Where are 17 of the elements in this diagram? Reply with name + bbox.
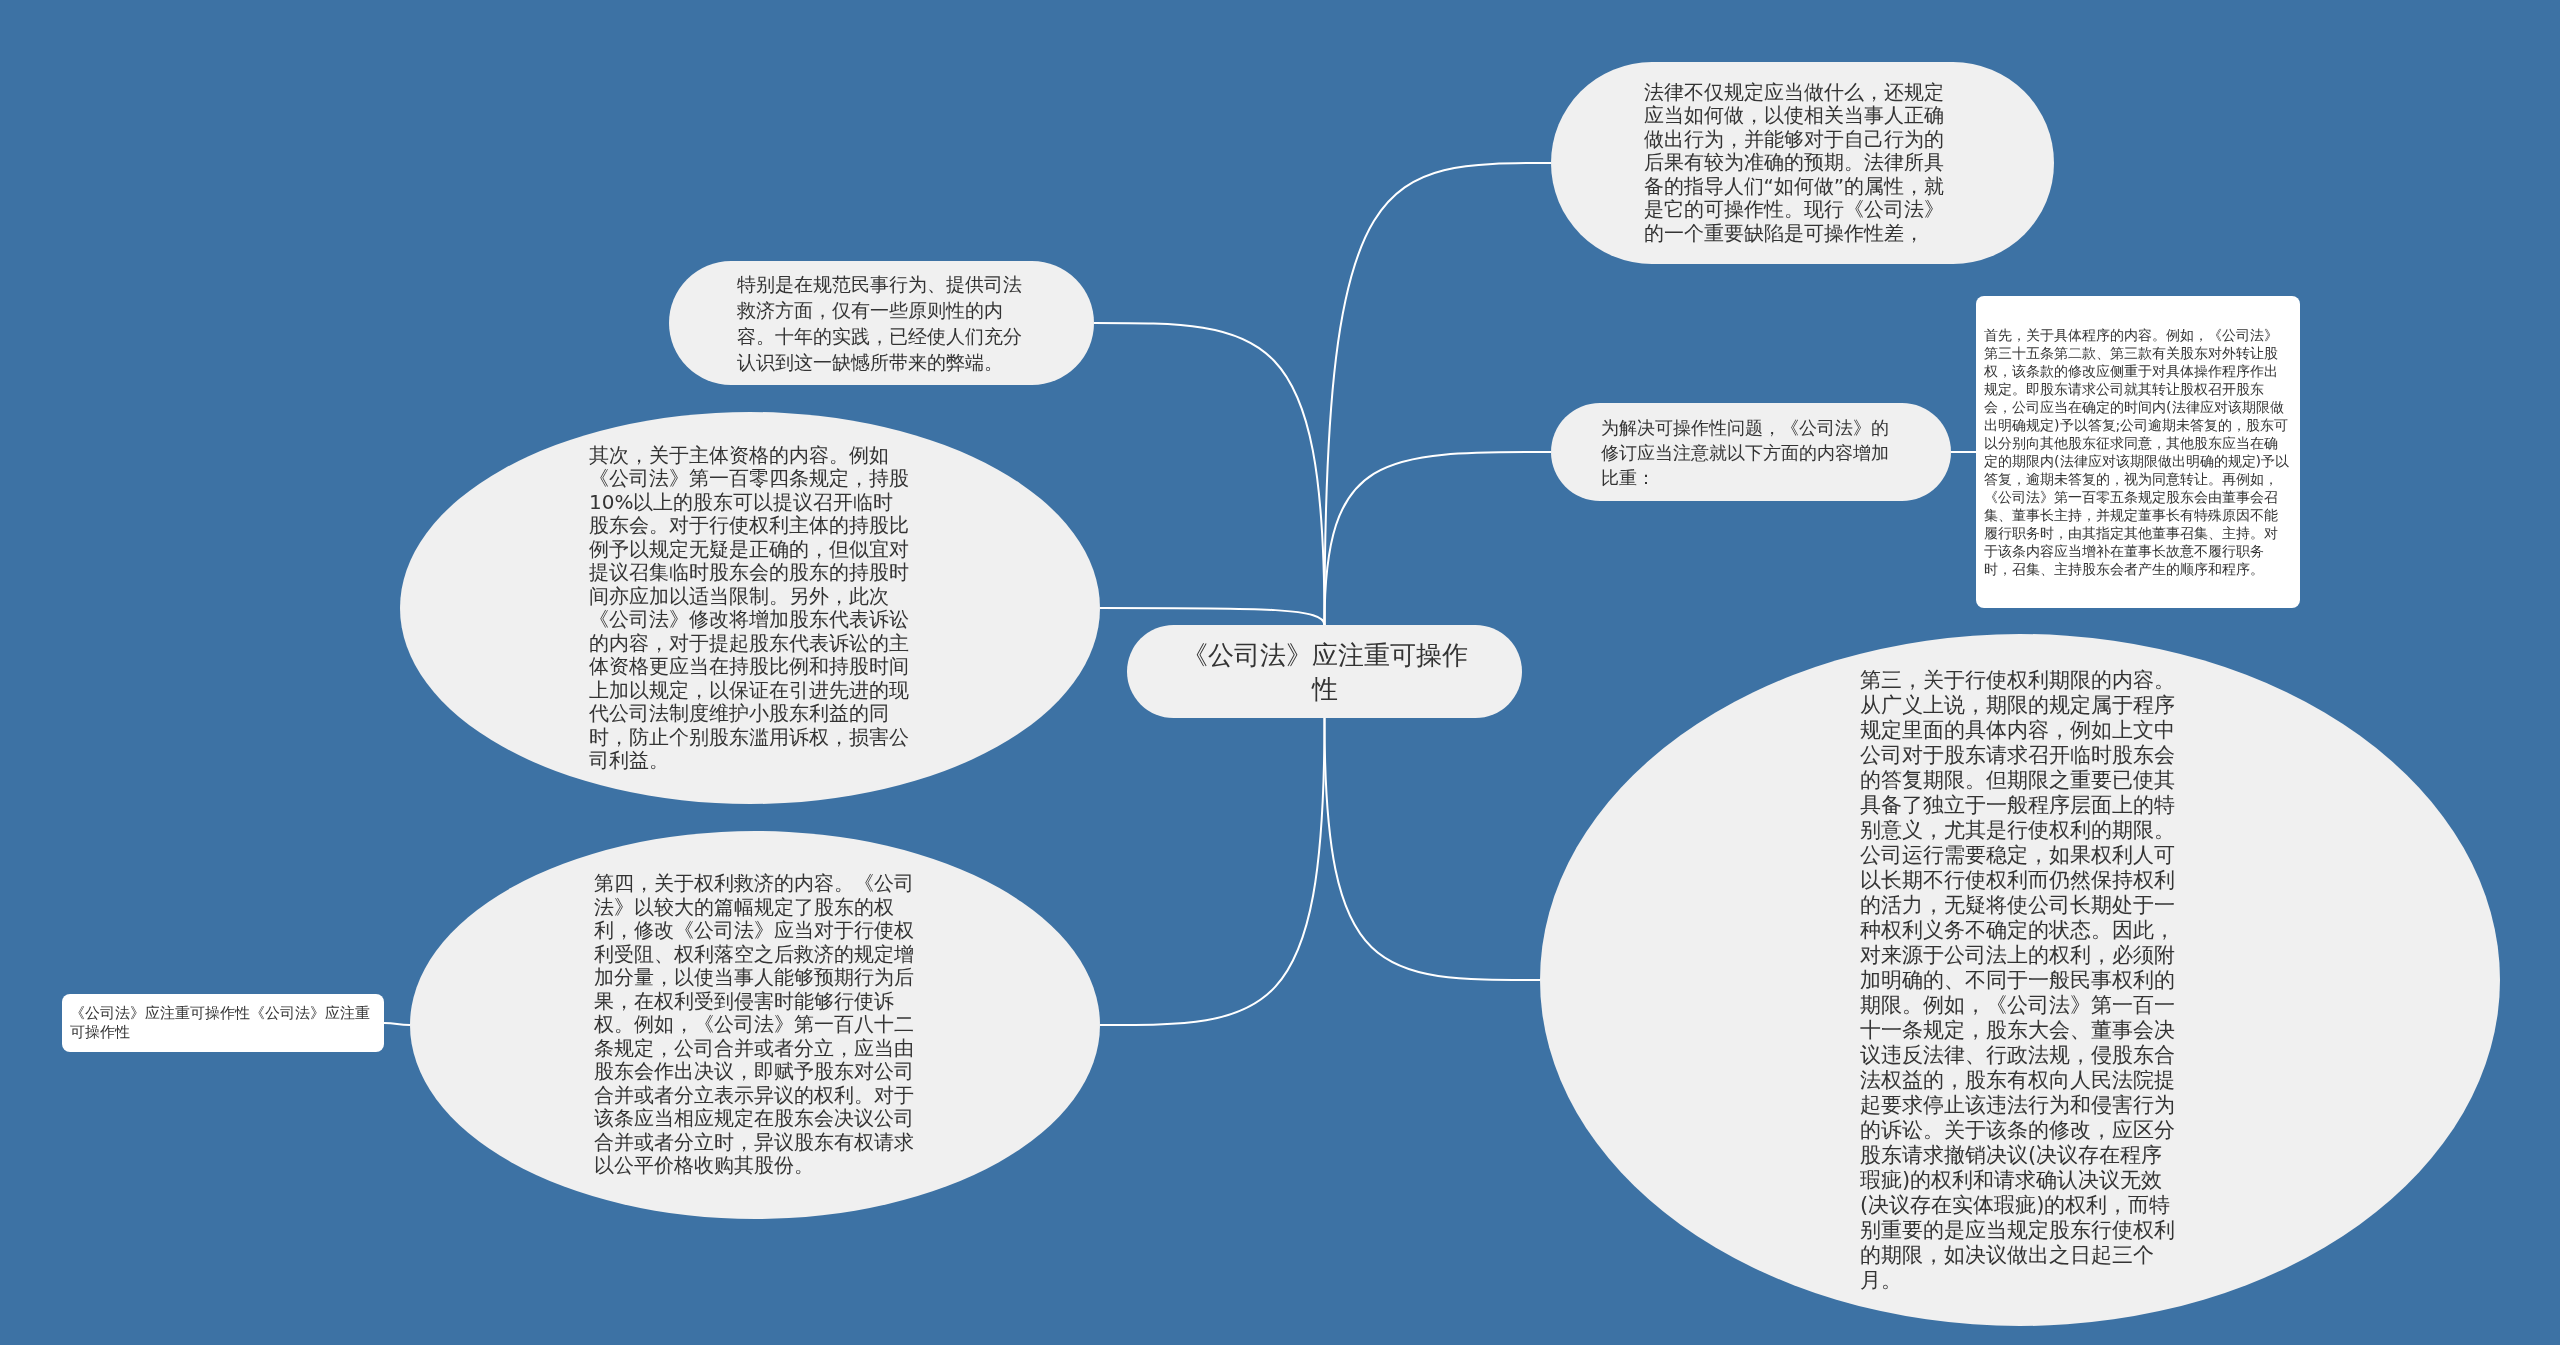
connector-line: [1323, 717, 1541, 981]
node-text: 首先，关于具体程序的内容。例如，《公司法》第三十五条第二款、第三款有关股东对外转让股权，该条款的修改应侧重于对具体操作程序作出规定。即股东请求公司就其转让股权召开股东会，公司应当在确定的时间内(法律应对该期限做出明确规定)予以答复;公司逾期未答复的，股东可以分别向其他股东征求同意，其他股东应当在确定的期限内(法律应对该期限做出明确的规定)予以答复，逾期未答复的，视为同意转让。再例如，《公司法》第一百零五条规定股东会由董事会召集、董事长主持，并规定董事长有特殊原因不能履行职务时，由其指定其他董事召集、主持。对于该条内容应当增补在董事长故意不履行职务时，召集、主持股东会者产生的顺序和程序。: [1984, 326, 2290, 578]
connector-line: [1950, 451, 1977, 453]
node-text: 《公司法》应注重可操作性: [1180, 638, 1469, 706]
node-text: 其次，关于主体资格的内容。例如《公司法》第一百零四条规定，持股10%以上的股东可以提议召开临时股东会。对于行使权利主体的持股比例予以规定无疑是正确的，但似宜对提议召集临时股东会的股东的持股时间亦应加以适当限制。另外，此次《公司法》修改将增加股东代表诉讼的内容，对于提起股东代表诉讼的主体资格更应当在持股比例和持股时间上加以规定，以保证在引进先进的现代公司法制度维护小股东利益的同时，防止个别股东滥用诉权，损害公司利益。: [589, 443, 910, 773]
note-card: [62, 994, 384, 1052]
node-text: 法律不仅规定应当做什么，还规定应当如何做，以使相关当事人正确做出行为，并能够对于自己行为的后果有较为准确的预期。法律所具备的指导人们“如何做”的属性，就是它的可操作性。现行《公司法》的一个重要缺陷是可操作性差，: [1643, 80, 1946, 246]
connector-line: [1323, 451, 1552, 626]
node-text: 第四，关于权利救济的内容。《公司法》以较大的篇幅规定了股东的权利，修改《公司法》应当对于行使权利受阻、权利落空之后救济的规定增加分量，以使当事人能够预期行为后果，在权利受到侵害时能够行使诉权。例如，《公司法》第一百八十二条规定，公司合并或者分立，应当由股东会作出决议，即赋予股东对公司合并或者分立表示异议的权利。对于该条应当相应规定在股东会决议公司合并或者分立时，异议股东有权请求以公平价格收购其股份。: [594, 872, 915, 1178]
node-text: 特别是在规范民事行为、提供司法救济方面，仅有一些原则性的内容。十年的实践，已经使人们充分认识到这一缺憾所带来的弊端。: [736, 272, 1023, 375]
node-text: 为解决可操作性问题，《公司法》的修订应当注意就以下方面的内容增加比重：: [1601, 415, 1890, 490]
node-text: 《公司法》应注重可操作性《公司法》应注重可操作性: [70, 1004, 371, 1042]
connector-line: [1099, 717, 1326, 1026]
connector-line: [1323, 162, 1552, 626]
connector-line: [383, 1022, 411, 1026]
node-text: 第三，关于行使权利期限的内容。从广义上说，期限的规定属于程序规定里面的具体内容，例如上文中公司对于股东请求召开临时股东会的答复期限。但期限之重要已使其具备了独立于一般程序层面上的特别意义，尤其是行使权利的期限。公司运行需要稳定，如果权利人可以长期不行使权利而仍然保持权利的活力，无疑将使公司长期处于一种权利义务不确定的状态。因此，对来源于公司法上的权利，必须附加明确的、不同于一般民事权利的期限。例如，《公司法》第一百一十一条规定，股东大会、董事会决议违反法律、行政法规，侵股东合法权益的，股东有权向人民法院提起要求停止该违法行为和侵害行为的诉讼。关于该条的修改，应区分股东请求撤销决议(决议存在程序瑕疵)的权利和请求确认决议无效(决议存在实体瑕疵)的权利，而特别重要的是应当规定股东行使权利的期限，如决议做出之日起三个月。: [1860, 667, 2176, 1293]
note-card: [1976, 296, 2300, 608]
